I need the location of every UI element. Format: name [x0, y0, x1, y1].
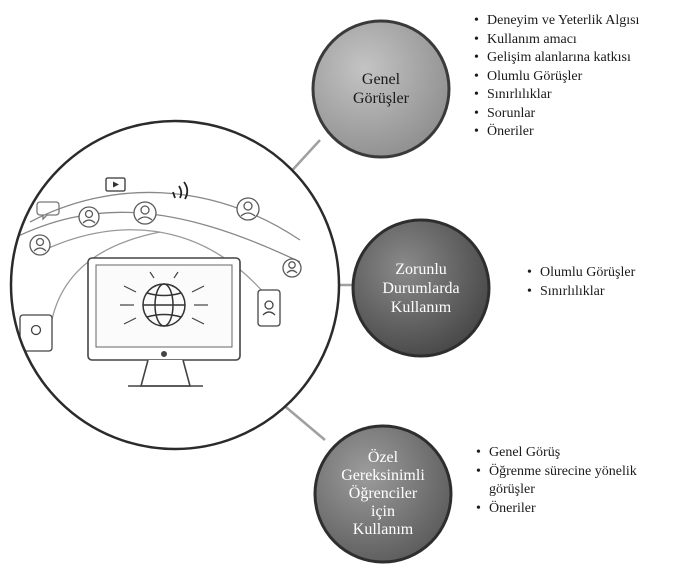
phone-icon	[257, 289, 281, 327]
tablet-icon	[19, 314, 53, 352]
node-label-line: Genel	[361, 71, 401, 88]
globe-icon	[120, 271, 208, 327]
node-label-line: Görüşler	[353, 90, 409, 107]
node-label-ozel: Özel Gereksinimli Öğrenciler için Kullan…	[323, 434, 443, 554]
illustration-circle	[9, 119, 341, 451]
node-label-zorunlu: Zorunlu Durumlarda Kullanım	[361, 228, 481, 348]
person-icon	[78, 206, 100, 228]
bullet-list-ozel: Genel Görüş Öğrenme sürecine yönelik gör…	[476, 444, 672, 518]
monitor-icon	[87, 257, 241, 387]
node-circle-zorunlu	[351, 218, 491, 358]
node-label-line: Durumlarda	[382, 279, 460, 297]
node-circle-genel	[311, 19, 451, 159]
person-icon	[29, 234, 51, 256]
person-icon	[236, 197, 260, 221]
node-label-line: Öğrenciler	[348, 485, 418, 502]
node-label-line: Kullanım	[352, 521, 414, 538]
node-label-genel: Genel Görüşler	[321, 29, 441, 149]
bullet-item: Deneyim ve Yeterlik Algısı	[474, 12, 674, 31]
bullet-item: Genel Görüş	[476, 444, 672, 463]
node-label-line: Gereksinimli	[341, 467, 425, 484]
node-label-line: Özel	[367, 449, 399, 466]
bullet-item: Kullanım amacı	[474, 31, 674, 50]
bullet-item: Sorunlar	[474, 105, 674, 124]
person-icon	[282, 258, 302, 278]
node-circle-ozel	[313, 424, 453, 564]
bullet-item: Öneriler	[476, 500, 672, 519]
node-label-line: için	[371, 503, 395, 520]
person-icon	[133, 201, 157, 225]
network-arc	[29, 191, 301, 241]
bullet-item: Sınırlılıklar	[527, 283, 675, 302]
wifi-icon	[172, 181, 189, 200]
bullet-item: Sınırlılıklar	[474, 86, 674, 105]
chat-icon	[36, 201, 60, 221]
network-arc	[39, 229, 271, 301]
bullet-list-zorunlu: Olumlu Görüşler Sınırlılıklar	[527, 264, 675, 301]
bullet-list-genel: Deneyim ve Yeterlik Algısı Kullanım amac…	[474, 12, 674, 142]
bullet-item: Gelişim alanlarına katkısı	[474, 49, 674, 68]
bullet-item: Olumlu Görüşler	[527, 264, 675, 283]
bullet-item: Olumlu Görüşler	[474, 68, 674, 87]
node-label-line: Zorunlu	[395, 260, 447, 278]
bullet-item: Öneriler	[474, 123, 674, 142]
play-icon	[105, 177, 126, 192]
node-label-line: Kullanım	[390, 298, 452, 316]
bullet-item: Öğrenme sürecine yönelik görüşler	[476, 463, 672, 500]
